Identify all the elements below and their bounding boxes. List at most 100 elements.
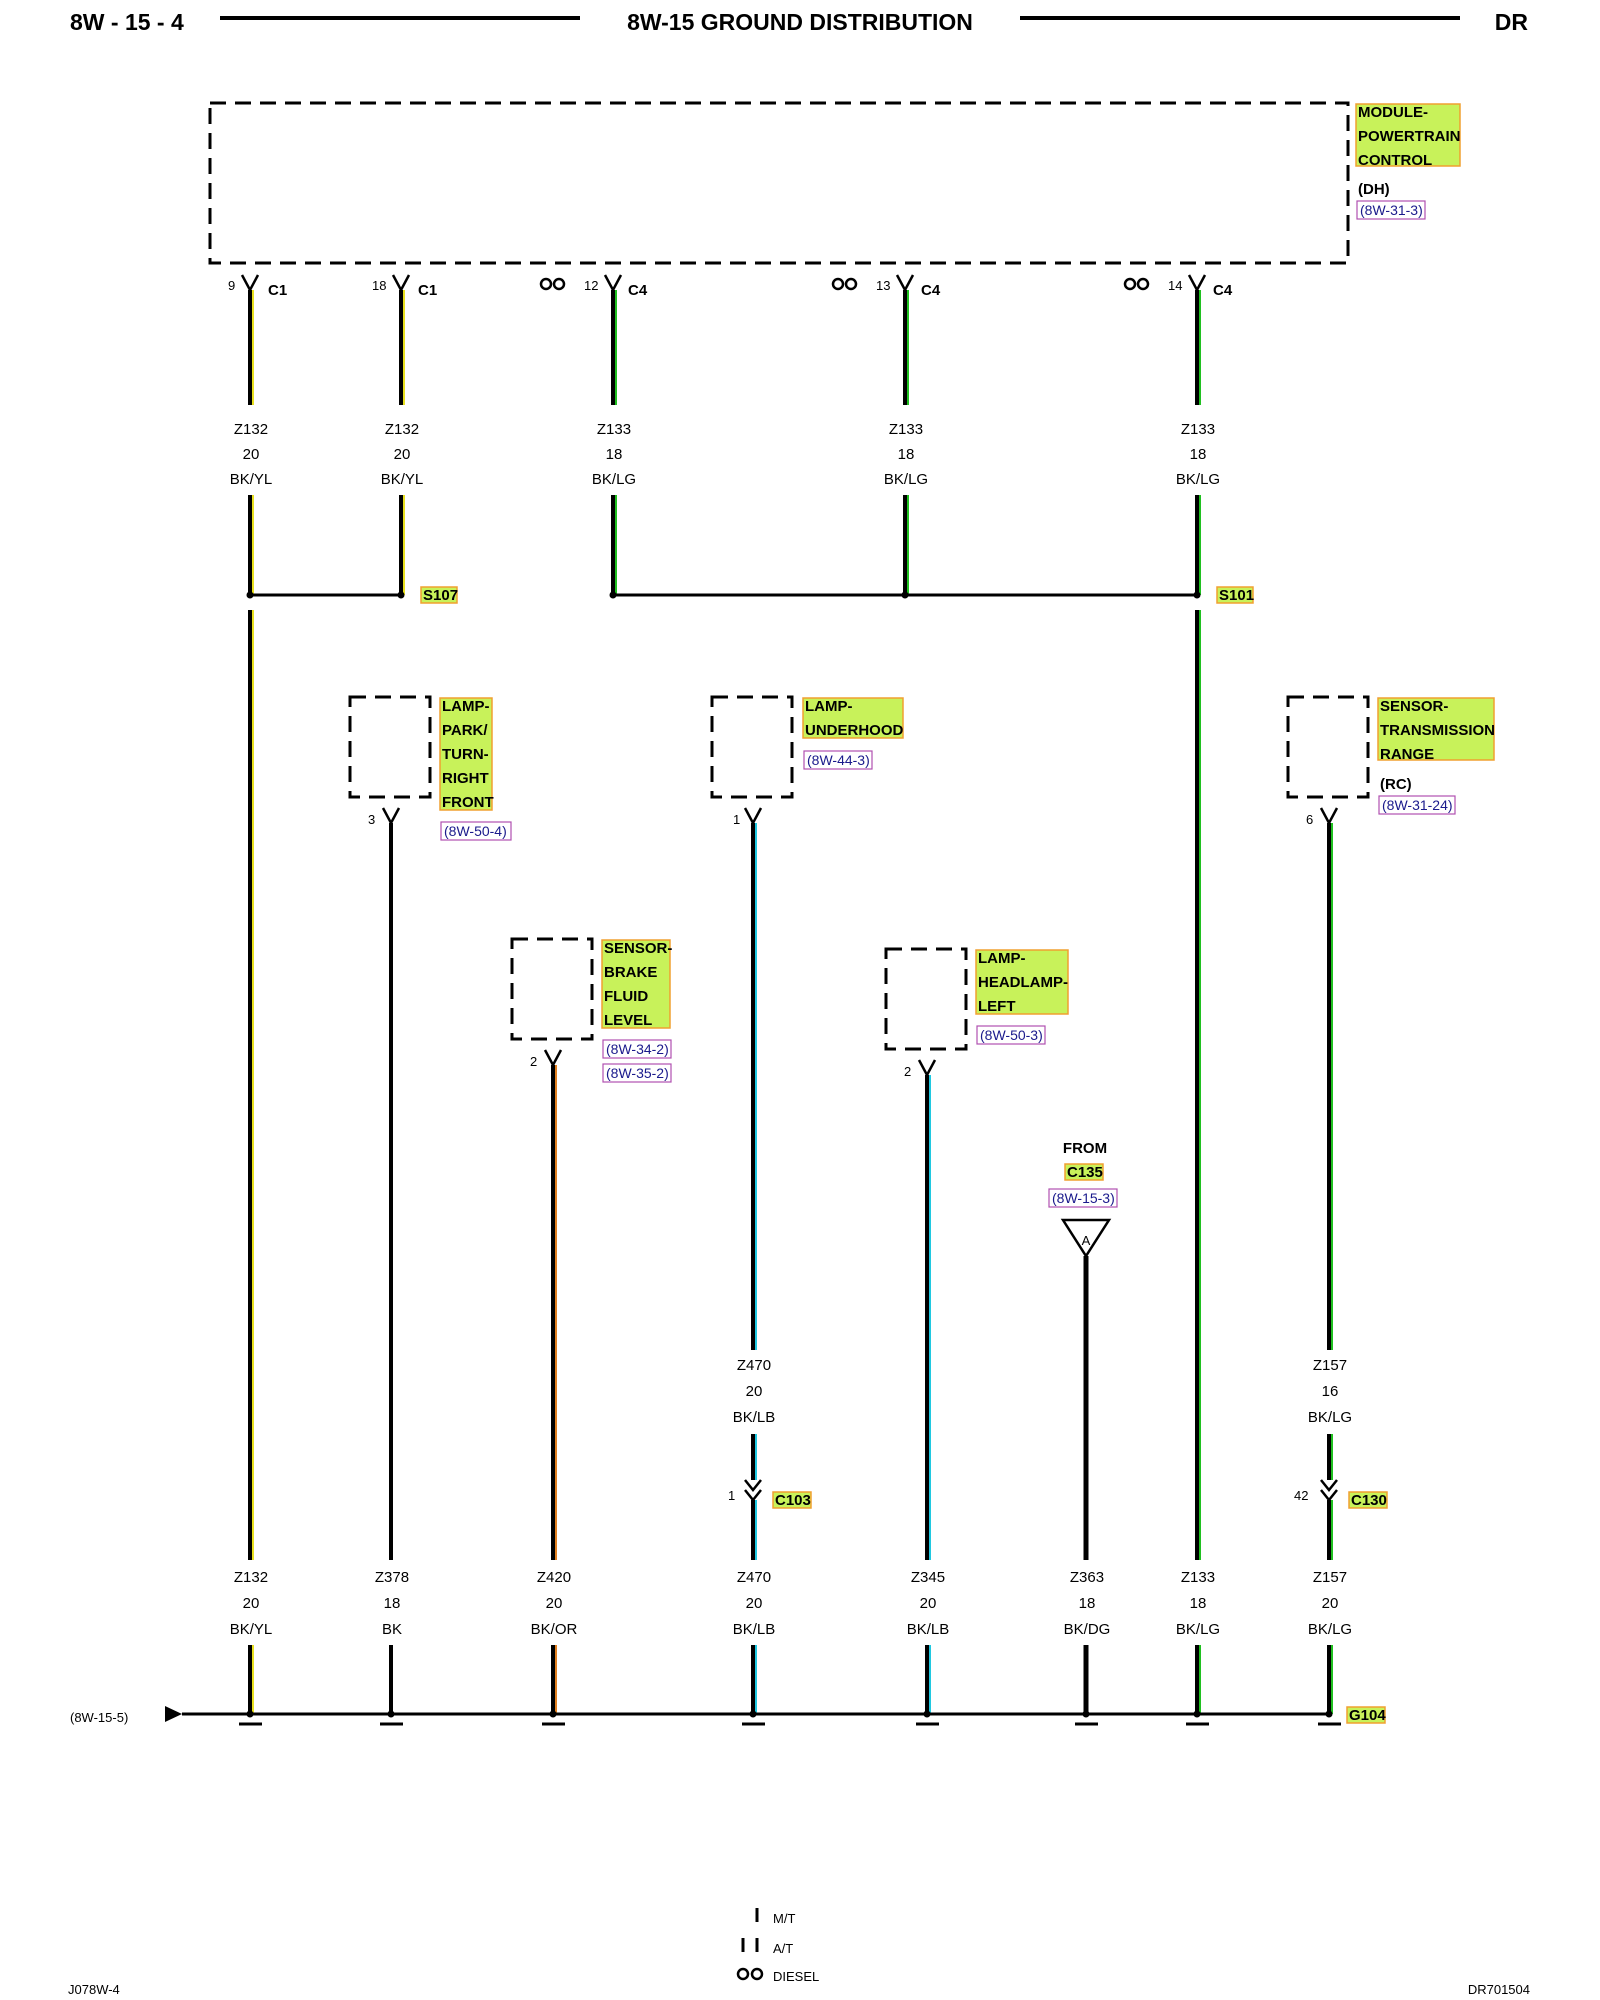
bus-continuation-ref[interactable]: (8W-15-5) xyxy=(70,1710,128,1725)
pcm-module: MODULE- POWERTRAIN CONTROL (DH) (8W-31-3… xyxy=(208,101,1461,265)
pin-number: 2 xyxy=(530,1054,537,1069)
component-label: RANGE xyxy=(1380,746,1434,763)
wire-color: BK/LG xyxy=(1176,1621,1220,1638)
splice-dot xyxy=(1325,1710,1333,1718)
wire-gauge: 18 xyxy=(898,446,915,463)
wire-color: BK/LG xyxy=(1308,1409,1352,1426)
terminal-icon xyxy=(895,274,915,293)
label-gap xyxy=(225,1562,277,1636)
terminal-icon xyxy=(743,807,763,826)
upper-wires xyxy=(248,290,1201,405)
pin-number: 18 xyxy=(372,278,386,293)
circuit-id: Z133 xyxy=(1181,1569,1215,1586)
splice-s101: S101 xyxy=(609,586,1254,604)
pin-number: 13 xyxy=(876,278,890,293)
pcm-label-2: POWERTRAIN xyxy=(1358,128,1461,145)
splice-label: S107 xyxy=(423,587,458,604)
diesel-icon xyxy=(552,277,566,291)
off-page-connector-icon xyxy=(1060,1218,1112,1259)
component-outline xyxy=(510,937,594,1041)
inline-connector-icon xyxy=(1320,1479,1338,1503)
pcm-ref-link[interactable]: (8W-31-3) xyxy=(1360,202,1423,218)
splice-s107: S107 xyxy=(246,586,458,604)
pcm-pin-4: 13 C4 xyxy=(831,274,941,299)
inline-pin: 1 xyxy=(728,1488,735,1503)
ref-box xyxy=(602,1039,672,1059)
legend-diesel: DIESEL xyxy=(773,1969,819,1984)
connector-id: C4 xyxy=(1213,282,1233,299)
ref-link[interactable]: (8W-50-3) xyxy=(980,1027,1043,1043)
pcm-pin-1: 9 C1 xyxy=(228,274,287,299)
connector-label-highlight xyxy=(1348,1491,1388,1509)
splice-label-highlight xyxy=(1216,586,1254,604)
circuit-id: Z132 xyxy=(234,1569,268,1586)
ref-box xyxy=(602,1063,672,1083)
ref-link[interactable]: (8W-44-3) xyxy=(807,752,870,768)
label-gap xyxy=(1301,1562,1359,1636)
legend: M/T A/T DIESEL xyxy=(736,1908,819,1984)
splice-dot xyxy=(749,1710,757,1718)
ref-link[interactable]: (8W-35-2) xyxy=(606,1065,669,1081)
ref-box xyxy=(1378,795,1456,815)
label-gap xyxy=(366,1562,418,1636)
connector-label: C103 xyxy=(775,1492,811,1509)
wire-gauge: 20 xyxy=(243,446,260,463)
component-outline xyxy=(710,695,794,799)
diesel-icon xyxy=(750,1967,764,1981)
splice-output-wires xyxy=(248,610,1201,1560)
circuit-id: Z132 xyxy=(234,421,268,438)
diesel-icon xyxy=(1123,277,1137,291)
component-label: LEVEL xyxy=(604,1012,652,1029)
wire-color: BK/YL xyxy=(230,471,273,488)
page-header: 8W - 15 - 4 8W-15 GROUND DISTRIBUTION DR xyxy=(70,9,1528,35)
splice-dot xyxy=(1082,1710,1090,1718)
wire-gauge: 18 xyxy=(606,446,623,463)
splice-dot xyxy=(609,591,617,599)
connector-id: C1 xyxy=(418,282,437,299)
circuit-id: Z378 xyxy=(375,1569,409,1586)
wire-gauge: 18 xyxy=(1190,446,1207,463)
mid-wire-z157: Z157 16 BK/LG 42 C130 xyxy=(1294,1357,1388,1560)
connector-label-highlight xyxy=(1064,1163,1104,1181)
splice-feed-wires xyxy=(248,495,1201,595)
ref-link[interactable]: (8W-31-24) xyxy=(1382,797,1453,813)
pin-number: 2 xyxy=(904,1064,911,1079)
wire-gauge: 20 xyxy=(1322,1595,1339,1612)
pcm-pin-2: 18 C1 xyxy=(372,274,437,299)
terminal-icon xyxy=(543,1049,563,1068)
wire-color: BK xyxy=(382,1621,402,1638)
wire-color: BK/YL xyxy=(381,471,424,488)
connector-label: C130 xyxy=(1351,1492,1387,1509)
circuit-id: Z133 xyxy=(597,421,631,438)
inline-pin: 42 xyxy=(1294,1488,1308,1503)
component-outline xyxy=(884,947,968,1051)
pcm-variant: (DH) xyxy=(1358,181,1390,198)
component-label: RIGHT xyxy=(442,770,489,787)
diesel-icon xyxy=(1136,277,1150,291)
ref-link[interactable]: (8W-34-2) xyxy=(606,1041,669,1057)
wire-color: BK/LG xyxy=(1176,471,1220,488)
pin-number: 12 xyxy=(584,278,598,293)
diesel-icon xyxy=(831,277,845,291)
circuit-id: Z420 xyxy=(537,1569,571,1586)
wire-color: BK/LB xyxy=(733,1409,776,1426)
splice-dot xyxy=(901,591,909,599)
upper-wire-labels: Z132 20 BK/YL Z132 20 BK/YL Z133 18 BK/L… xyxy=(230,421,1220,488)
circuit-id: Z133 xyxy=(1181,421,1215,438)
footer-right: DR701504 xyxy=(1468,1982,1530,1997)
ref-box xyxy=(440,821,512,841)
connector-label-highlight xyxy=(772,1491,812,1509)
ref-link[interactable]: (8W-50-4) xyxy=(444,823,507,839)
wire-gauge: 20 xyxy=(920,1595,937,1612)
label-gap xyxy=(899,1562,957,1636)
splice-dot xyxy=(1193,591,1201,599)
circuit-id: Z133 xyxy=(889,421,923,438)
pin-number: 14 xyxy=(1168,278,1182,293)
terminal-icon xyxy=(917,1059,937,1078)
wire-color: BK/YL xyxy=(230,1621,273,1638)
label-gap xyxy=(1169,1562,1227,1636)
splice-label-highlight xyxy=(420,586,458,604)
ref-link[interactable]: (8W-15-3) xyxy=(1052,1190,1115,1206)
component-outline xyxy=(348,695,432,799)
component-label-highlight xyxy=(802,697,904,739)
